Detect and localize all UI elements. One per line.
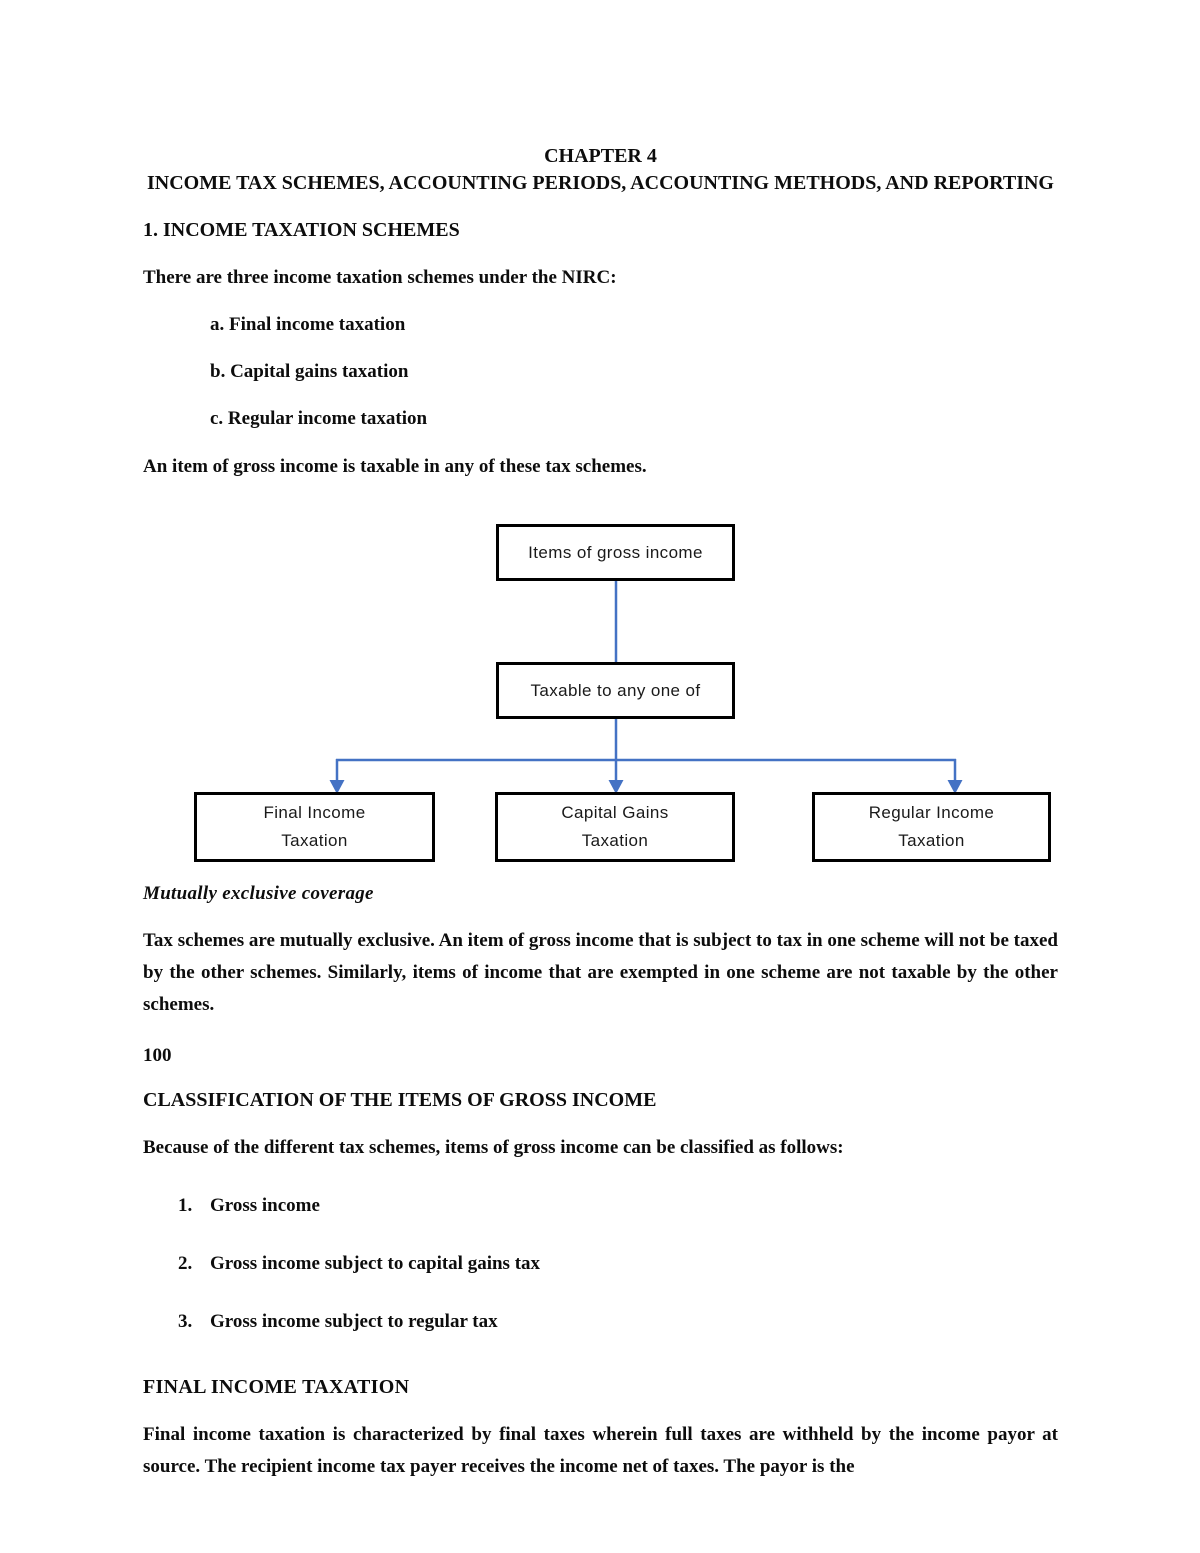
diagram-box-label-line2: Taxation: [281, 831, 348, 850]
mutually-exclusive-paragraph: Tax schemes are mutually exclusive. An i…: [143, 930, 1058, 1015]
chapter-title-block: CHAPTER 4 INCOME TAX SCHEMES, ACCOUNTING…: [143, 143, 1058, 197]
diagram-box-label: Items of gross income: [528, 542, 703, 562]
diagram-box-label-line1: Regular Income: [868, 803, 995, 822]
diagram-box-regular-income-taxation: Regular Income Taxation: [812, 792, 1051, 862]
final-income-taxation-paragraph: Final income taxation is characterized b…: [143, 1424, 1058, 1477]
list-item: a. Final income taxation: [210, 314, 406, 335]
diagram-box-taxable-to-any-one-of: Taxable to any one of: [496, 662, 735, 719]
arrowhead-icon: [329, 780, 345, 794]
classification-intro-text: Because of the different tax schemes, it…: [143, 1137, 844, 1158]
list-item: b. Capital gains taxation: [210, 361, 409, 382]
page-content: CHAPTER 4 INCOME TAX SCHEMES, ACCOUNTING…: [0, 143, 1200, 1477]
tax-schemes-flow-diagram: Items of gross income Taxable to any one…: [0, 507, 1200, 863]
diagram-box-label-line2: Taxation: [898, 831, 965, 850]
section-heading-classification: CLASSIFICATION OF THE ITEMS OF GROSS INC…: [143, 1089, 657, 1111]
diagram-box-label: Taxable to any one of: [530, 680, 701, 700]
classification-list: 1. Gross income 2. Gross income subject …: [143, 1193, 1058, 1334]
list-item-text: Gross income subject to capital gains ta…: [210, 1253, 541, 1274]
schemes-list: a. Final income taxation b. Capital gain…: [143, 312, 1058, 431]
diagram-box-label-line1: Capital Gains: [561, 803, 669, 822]
diagram-box-label-line2: Taxation: [581, 831, 649, 850]
list-item-text: Gross income subject to regular tax: [210, 1311, 498, 1332]
list-item-text: Gross income: [210, 1195, 320, 1216]
diagram-box-capital-gains-taxation: Capital Gains Taxation: [495, 792, 735, 862]
section-heading-final-income-taxation: FINAL INCOME TAXATION: [143, 1376, 410, 1398]
list-item-number: 1.: [178, 1195, 193, 1216]
list-item: 3. Gross income subject to regular tax: [178, 1309, 1058, 1334]
section-heading-income-taxation-schemes: 1. INCOME TAXATION SCHEMES: [143, 219, 460, 241]
schemes-intro-text: There are three income taxation schemes …: [143, 267, 617, 288]
list-item: 2. Gross income subject to capital gains…: [178, 1251, 1058, 1276]
arrowhead-icon: [947, 780, 963, 794]
schemes-note-text: An item of gross income is taxable in an…: [143, 456, 647, 477]
diagram-connectors: [329, 581, 963, 794]
chapter-title: CHAPTER 4: [544, 145, 657, 167]
list-item-number: 3.: [178, 1311, 193, 1332]
page-number: 100: [143, 1045, 172, 1066]
list-item: 1. Gross income: [178, 1193, 1058, 1218]
diagram-box-items-of-gross-income: Items of gross income: [496, 524, 735, 581]
list-item-number: 2.: [178, 1253, 193, 1274]
list-item: c. Regular income taxation: [210, 408, 428, 429]
arrowhead-icon: [608, 780, 624, 794]
diagram-box-final-income-taxation: Final Income Taxation: [194, 792, 435, 862]
mutually-exclusive-heading: Mutually exclusive coverage: [143, 883, 374, 904]
chapter-subtitle: INCOME TAX SCHEMES, ACCOUNTING PERIODS, …: [146, 172, 1054, 194]
diagram-box-label-line1: Final Income: [263, 803, 366, 822]
